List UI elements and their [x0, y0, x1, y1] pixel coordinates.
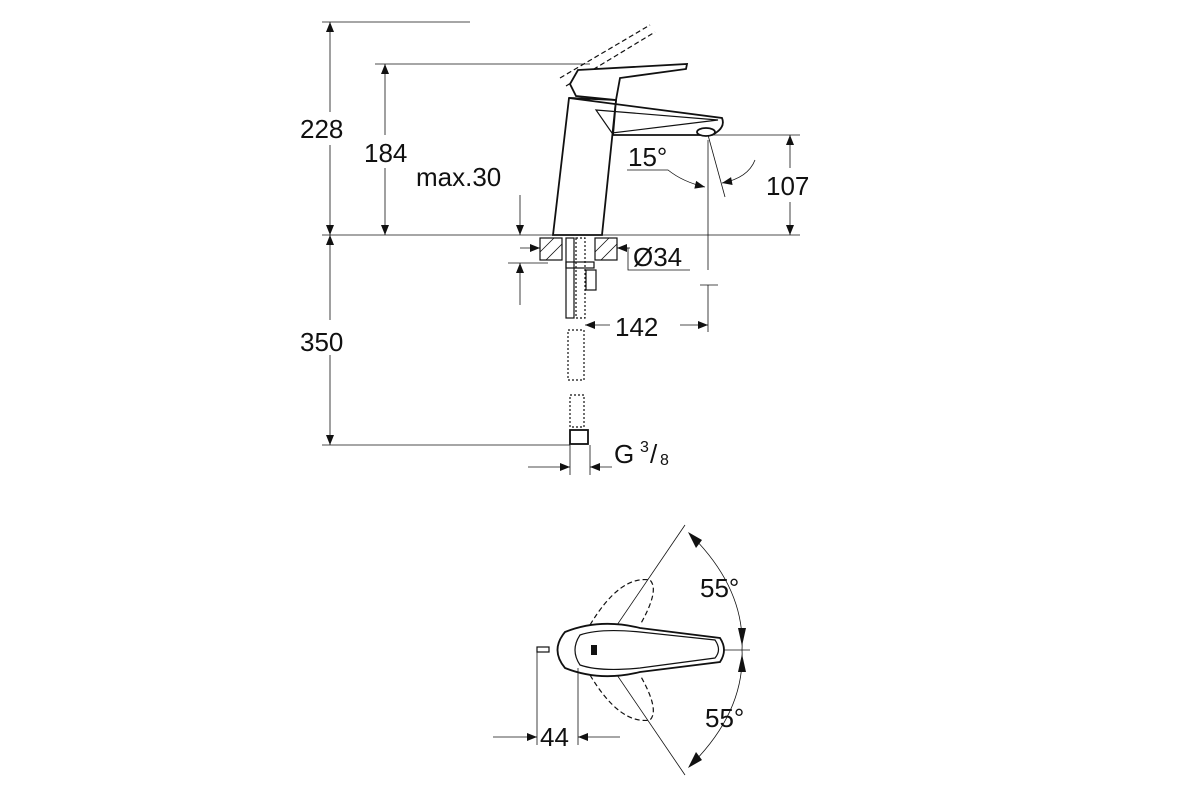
- dim-label-107: 107: [766, 171, 809, 201]
- dim-label-184: 184: [364, 138, 407, 168]
- dimension-max30: max.30: [416, 162, 548, 305]
- dimension-107: 107: [766, 135, 809, 235]
- dim-label-thread-g: G: [614, 439, 634, 469]
- dim-label-44: 44: [540, 722, 569, 752]
- dim-label-thread-den: 8: [660, 452, 669, 469]
- dim-label-55deg-bottom: 55°: [705, 703, 744, 733]
- dimension-184: 184: [364, 64, 407, 235]
- dimension-142: 142: [585, 312, 708, 342]
- dim-label-228: 228: [300, 114, 343, 144]
- dim-label-diameter34: Ø34: [633, 242, 682, 272]
- dim-label-thread-slash: /: [650, 439, 658, 469]
- dim-label-max30: max.30: [416, 162, 501, 192]
- dim-label-142: 142: [615, 312, 658, 342]
- dim-label-thread-num: 3: [640, 439, 649, 456]
- dim-label-15deg: 15°: [628, 142, 667, 172]
- dimension-350: 350: [300, 235, 343, 445]
- dimension-connection-thread: G 3 / 8: [528, 439, 669, 471]
- dim-label-55deg-top: 55°: [700, 573, 739, 603]
- dim-label-350: 350: [300, 327, 343, 357]
- faucet-side-view: [551, 24, 724, 236]
- dimension-228: 228: [300, 22, 343, 235]
- dimension-spout-angle: 15°: [627, 134, 756, 198]
- counter-mounting: Ø34: [520, 237, 690, 291]
- supply-hoses: [565, 237, 591, 475]
- dimension-44: 44: [493, 652, 620, 752]
- faucet-top-view: 55° 55°: [536, 524, 750, 776]
